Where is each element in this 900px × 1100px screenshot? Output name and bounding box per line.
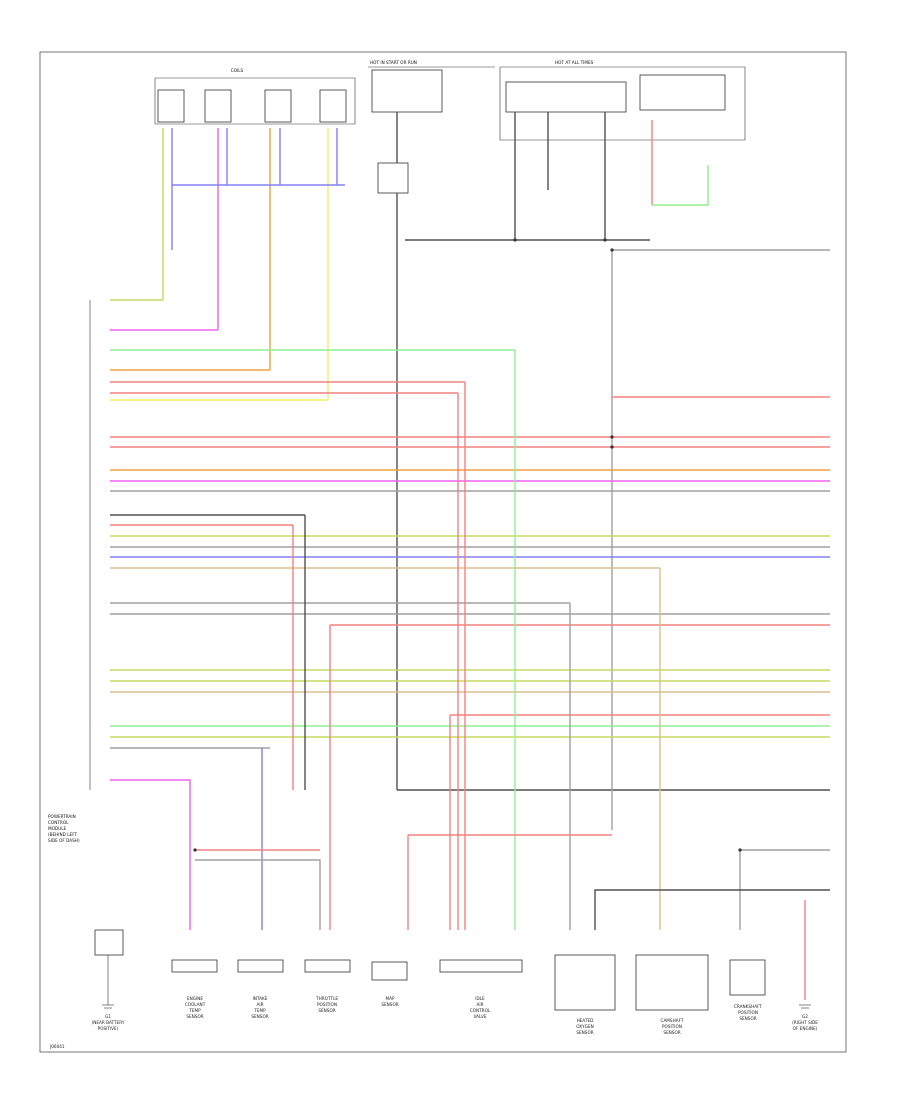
ground-g2 — [799, 1004, 811, 1009]
splice-dots — [193, 238, 742, 852]
comp-box-ckp — [729, 959, 766, 996]
label-tps-2: POSITION — [317, 1002, 337, 1007]
label-g2-3: OF ENGINE) — [793, 1026, 818, 1031]
wire-v-pink — [110, 779, 191, 930]
bottom-components — [94, 929, 766, 1011]
coils-component: COILS — [154, 68, 356, 125]
label-cmp-1: CAMSHAFT — [661, 1018, 684, 1023]
label-iac-1: IDLE — [475, 996, 485, 1001]
label-ckp-1: CRANKSHAFT — [734, 1004, 762, 1009]
label-ho2s-2: OXYGEN — [576, 1024, 593, 1029]
label-map-2: SENSOR — [381, 1002, 398, 1007]
label-ect-1: ENGINE — [187, 996, 203, 1001]
label-cmp-3: SENSOR — [663, 1030, 680, 1035]
comp-box-iac — [439, 959, 523, 973]
label-g1-2: (NEAR BATTERY — [92, 1020, 125, 1025]
label-tps-1: THROTTLE — [315, 996, 338, 1001]
label-ho2s-3: SENSOR — [576, 1030, 593, 1035]
label-cmp-2: POSITION — [662, 1024, 682, 1029]
label-iat-3: TEMP — [253, 1008, 266, 1013]
label-iac-4: VALVE — [474, 1014, 487, 1019]
label-iac-3: CONTROL — [470, 1008, 491, 1013]
label-iac-2: AIR — [476, 1002, 483, 1007]
ecm-label-group: POWERTRAIN CONTROL MODULE (BEHIND LEFT S… — [48, 814, 80, 843]
label-map-1: MAP — [385, 996, 394, 1001]
main-relay-component: HOT AT ALL TIMES — [499, 60, 746, 141]
label-g1-1: G1 — [105, 1014, 111, 1019]
label-ect-4: SENSOR — [186, 1014, 203, 1019]
label-g2-1: G2 — [802, 1014, 808, 1019]
coils-label: COILS — [231, 68, 244, 73]
ecm-label-line-2: CONTROL — [48, 820, 69, 825]
wire-relay-green — [652, 165, 709, 206]
comp-box-ho2s — [554, 954, 616, 1011]
label-g2-2: (RIGHT SIDE — [792, 1020, 818, 1025]
comp-box-g1 — [94, 929, 124, 956]
label-iat-4: SENSOR — [251, 1014, 268, 1019]
ecm-label-line-4: (BEHIND LEFT — [48, 832, 78, 837]
label-ect-3: TEMP — [188, 1008, 201, 1013]
wire-lower-gray — [195, 859, 321, 930]
label-iat-1: INTAKE — [253, 996, 268, 1001]
comp-box-map — [371, 961, 408, 981]
label-g1-3: POSITIVE) — [98, 1026, 119, 1031]
main-relay-label: HOT AT ALL TIMES — [555, 60, 594, 65]
label-ckp-3: SENSOR — [739, 1016, 756, 1021]
label-ckp-2: POSITION — [738, 1010, 758, 1015]
ecm-label-line-3: MODULE — [48, 826, 67, 831]
comp-box-iat — [237, 959, 284, 973]
label-ho2s-1: HEATED — [577, 1018, 594, 1023]
comp-box-ect — [171, 959, 218, 973]
fuse-box-component: HOT IN START OR RUN — [368, 60, 495, 194]
label-iat-2: AIR — [256, 1002, 263, 1007]
bottom-labels: G1 (NEAR BATTERY POSITIVE) ENGINE COOLAN… — [92, 996, 819, 1035]
ground-g1 — [102, 955, 114, 1009]
ecm-label-line-1: POWERTRAIN — [48, 814, 76, 819]
comp-box-throttle — [304, 959, 351, 973]
fuse-box-label: HOT IN START OR RUN — [370, 60, 417, 65]
diagram-frame — [39, 51, 847, 1053]
wire-lower-black — [594, 889, 830, 930]
ecm-label-line-5: SIDE OF DASH) — [48, 838, 80, 843]
label-ect-2: COOLANT — [185, 1002, 206, 1007]
label-tps-3: SENSOR — [318, 1008, 335, 1013]
comp-box-cmp — [635, 954, 709, 1011]
footer-code: J06041 — [49, 1044, 65, 1049]
